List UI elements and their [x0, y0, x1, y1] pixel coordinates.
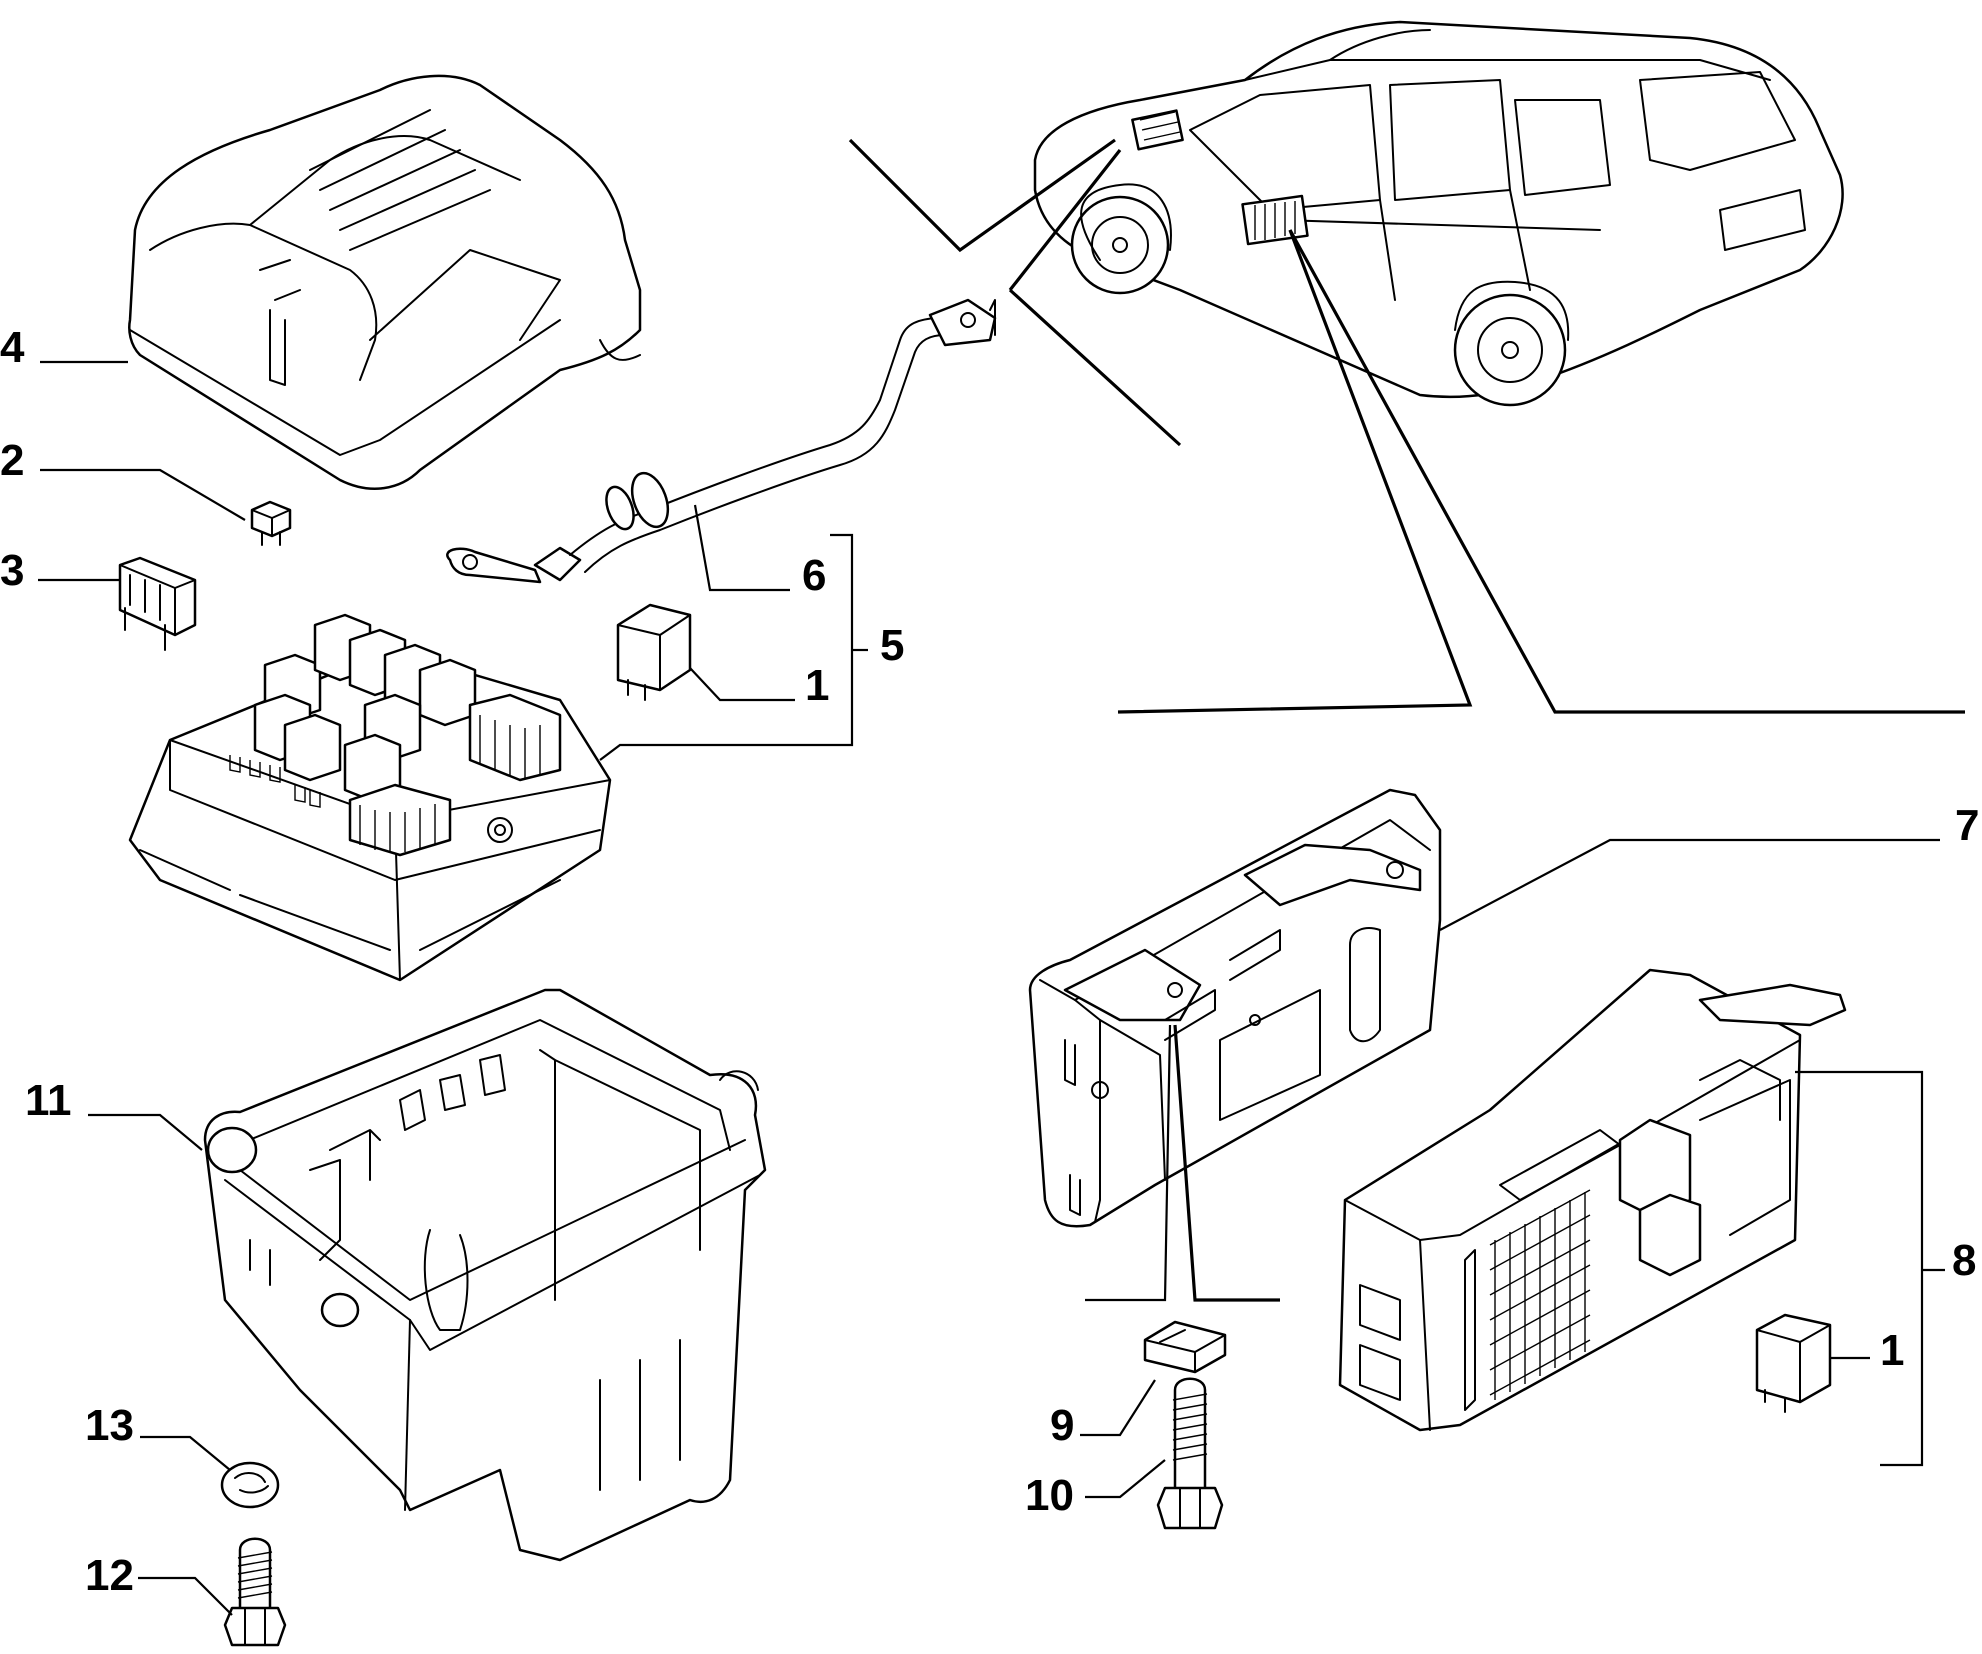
body-computer-module — [1028, 788, 1442, 1228]
relay-right — [1755, 1313, 1832, 1413]
dashboard-fuse-box — [1338, 968, 1847, 1432]
bolt-10 — [1156, 1377, 1224, 1530]
car-leader-lines — [848, 138, 1965, 714]
fuse — [250, 500, 292, 546]
maxi-fuse — [118, 556, 197, 651]
callout-10: 10 — [1025, 1471, 1074, 1520]
car-illustration — [1033, 20, 1844, 407]
relay-top — [616, 603, 692, 701]
ground-cable — [446, 298, 997, 584]
nut — [220, 1461, 280, 1509]
clip-nut — [1143, 1320, 1227, 1374]
bolt-12 — [223, 1537, 287, 1647]
callout-2: 2 — [0, 436, 24, 485]
callout-12: 12 — [85, 1551, 134, 1600]
callout-8: 8 — [1952, 1236, 1976, 1285]
callout-1-right: 1 — [1880, 1326, 1904, 1375]
callout-4: 4 — [0, 323, 25, 372]
callout-7: 7 — [1955, 801, 1979, 850]
callout-9: 9 — [1050, 1401, 1074, 1450]
callout-1-top: 1 — [805, 661, 829, 710]
callout-13: 13 — [85, 1401, 134, 1450]
callout-6: 6 — [802, 551, 826, 600]
callout-3: 3 — [0, 546, 24, 595]
fuse-box-housing — [203, 988, 767, 1562]
callout-11: 11 — [25, 1076, 72, 1125]
engine-fuse-box — [128, 613, 612, 982]
fuse-box-cover — [128, 74, 642, 490]
callout-5: 5 — [880, 621, 904, 670]
